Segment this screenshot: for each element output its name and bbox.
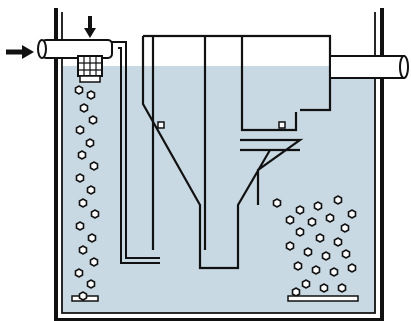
air-bubble <box>75 221 85 231</box>
inspection-port-right <box>278 121 286 129</box>
air-bubble <box>77 150 87 160</box>
air-bubble <box>86 185 96 195</box>
air-bubble <box>333 237 343 247</box>
air-bubble <box>75 125 85 135</box>
inlet-diffuser <box>77 55 103 83</box>
air-bubble <box>78 245 88 255</box>
right-bottom-diffuser <box>287 295 359 302</box>
air-bubble <box>88 115 98 125</box>
air-bubble <box>313 201 323 211</box>
air-bubble <box>293 261 303 271</box>
air-bubble <box>285 215 295 225</box>
tank-headspace <box>62 14 375 66</box>
air-bubble <box>347 263 357 273</box>
air-bubble <box>303 247 313 257</box>
inlet-pipe <box>37 39 113 59</box>
air-bubble <box>315 233 325 243</box>
air-bubble <box>295 227 305 237</box>
right-arrow-icon <box>6 45 34 59</box>
left-bubble-column <box>74 85 100 301</box>
air-bubble <box>325 213 335 223</box>
tank-outer-wall <box>54 8 384 321</box>
air-bubble <box>90 209 100 219</box>
air-bubble <box>78 291 88 301</box>
inspection-port-left <box>157 121 165 129</box>
air-bubble <box>337 283 347 293</box>
air-bubble <box>301 279 311 289</box>
air-bubble <box>86 90 96 100</box>
air-bubble <box>285 241 295 251</box>
air-bubble <box>89 257 99 267</box>
air-bubble <box>74 85 84 95</box>
tank-water <box>62 66 375 313</box>
air-bubble <box>347 209 357 219</box>
air-bubble <box>87 233 97 243</box>
air-bubble <box>79 103 89 113</box>
tank-inner-wall <box>61 12 376 314</box>
right-bubble-cluster <box>272 195 357 297</box>
air-bubble <box>78 198 88 208</box>
air-bubble <box>89 161 99 171</box>
air-bubble <box>319 283 329 293</box>
air-bubble <box>85 138 95 148</box>
outlet-pipe <box>329 55 409 79</box>
air-bubble <box>329 267 339 277</box>
air-bubble <box>86 279 96 289</box>
air-bubble <box>75 173 85 183</box>
air-bubble <box>272 198 282 208</box>
air-bubble <box>295 205 305 215</box>
air-bubble <box>321 251 331 261</box>
down-arrow-icon <box>84 16 96 38</box>
air-bubble <box>291 287 301 297</box>
air-bubble <box>333 195 343 205</box>
air-supply-pipe <box>112 41 160 264</box>
air-bubble <box>307 217 317 227</box>
air-bubble <box>311 265 321 275</box>
air-bubble <box>340 223 350 233</box>
air-bubble <box>341 249 351 259</box>
air-bubble <box>74 268 84 278</box>
